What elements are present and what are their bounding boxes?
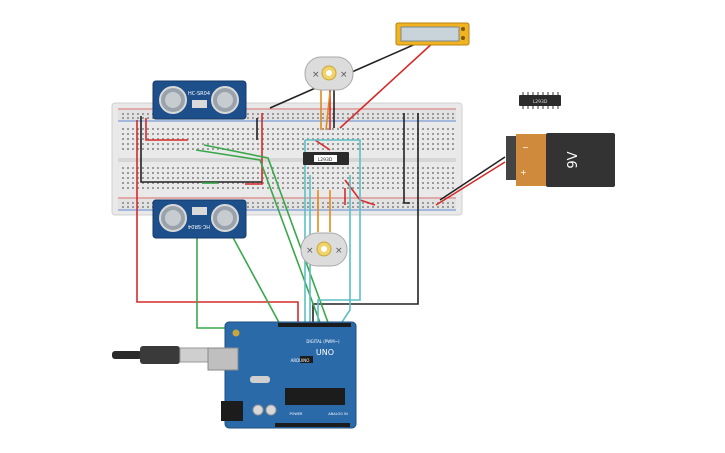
- svg-text:×: ×: [312, 70, 320, 80]
- wire-red-rail-right: [245, 113, 263, 185]
- arduino-header-power: POWER: [290, 412, 304, 416]
- breadboard: [111, 102, 463, 216]
- sensor-top-label: HC-SR04: [188, 91, 210, 97]
- l293d-driver-chip[interactable]: L293D: [303, 152, 349, 165]
- wire-green-1: [195, 149, 323, 329]
- wire-green-4: [196, 232, 272, 329]
- arduino-header-analog: ANALOG IN: [328, 412, 348, 416]
- spare-chip-label: L293D: [533, 99, 548, 105]
- wire-teal-2: [305, 139, 361, 328]
- arduino-brand: ARDUINO: [291, 358, 310, 363]
- driver-chip-label: L293D: [318, 157, 333, 163]
- wire-green-3: [229, 231, 283, 329]
- arduino-model: UNO: [316, 348, 334, 357]
- dc-motor-top[interactable]: × ×: [304, 56, 354, 91]
- svg-text:×: ×: [335, 246, 343, 256]
- wire-black-sensor: [140, 116, 262, 183]
- wire-red-lcd: [339, 39, 437, 129]
- battery-9v[interactable]: 9V − +: [506, 133, 615, 187]
- usb-cable: [112, 346, 209, 364]
- spare-chip-pins: [522, 92, 559, 109]
- dc-motor-bottom[interactable]: × ×: [300, 232, 348, 267]
- sensor-bottom-label: HC-SR04: [188, 223, 210, 229]
- svg-text:×: ×: [340, 70, 348, 80]
- wire-red-sensor-top: [145, 118, 188, 141]
- lcd-module[interactable]: [395, 22, 470, 46]
- wire-black-rail: [403, 113, 410, 204]
- battery-plus: +: [520, 168, 527, 177]
- battery-label: 9V: [566, 151, 581, 168]
- l293d-spare-chip[interactable]: L293D: [519, 92, 561, 109]
- ultrasonic-sensor-top[interactable]: HC-SR04: [152, 80, 247, 120]
- wire-red-diag-top: [314, 139, 331, 151]
- arduino-header-digital: DIGITAL (PWM~): [306, 339, 340, 344]
- wire-red-battery: [435, 161, 506, 206]
- ultrasonic-sensor-bottom[interactable]: HC-SR04: [152, 199, 247, 239]
- wire-orange-top-2: [325, 91, 331, 131]
- arduino-uno[interactable]: DIGITAL (PWM~) ARDUINO UNO POWER ANALOG …: [207, 321, 357, 429]
- svg-text:×: ×: [306, 246, 314, 256]
- battery-minus: −: [522, 143, 529, 152]
- wire-black-battery: [439, 156, 506, 201]
